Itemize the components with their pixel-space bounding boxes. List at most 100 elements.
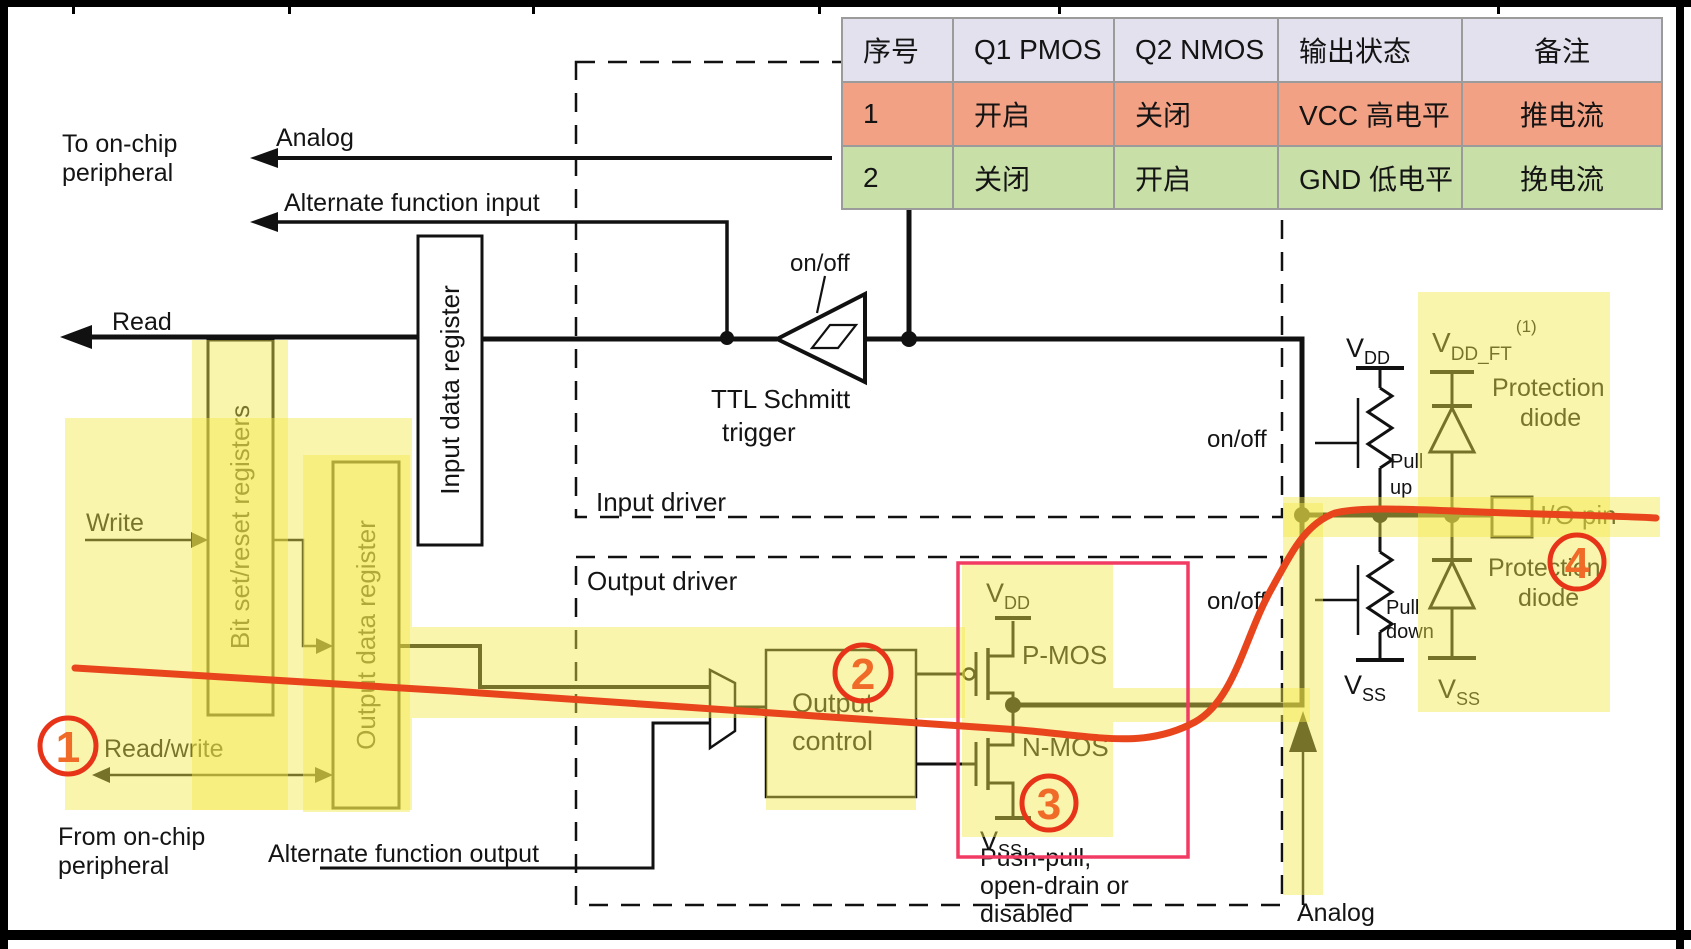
bit-set-reset-register-box	[206, 338, 275, 717]
analog-up-arrowhead	[1289, 711, 1317, 752]
highlight-pin-corridor	[1283, 503, 1323, 895]
schmitt-to-pin-line	[865, 336, 1305, 515]
output-stage-line	[1013, 515, 1305, 708]
circle-4-icon	[1547, 532, 1607, 592]
cell-q1: 开启	[952, 81, 1115, 147]
protection-diode-top-label-line2: diode	[1520, 404, 1581, 432]
highlight-mos-stage	[962, 563, 1113, 837]
circle-3-number: 3	[1037, 780, 1061, 829]
pull-down-label-line1: Pull	[1386, 597, 1419, 619]
bsrr-odr-connector	[273, 538, 318, 648]
circled-numbers: 1 2 3 4	[37, 532, 1607, 833]
header-seq: 序号	[841, 17, 954, 83]
cell-note: 挽电流	[1461, 145, 1663, 210]
pull-up-label-line2: up	[1390, 477, 1412, 499]
highlight-odr	[303, 455, 410, 812]
pmos-label: P-MOS	[1022, 640, 1107, 670]
alt-function-output-label: Alternate function output	[268, 840, 539, 868]
output-data-register-label: Output data register	[351, 520, 381, 750]
input-data-register-box	[416, 234, 484, 547]
to-on-chip-label-line2: peripheral	[62, 159, 173, 187]
alt-function-input-label: Alternate function input	[284, 189, 540, 217]
pmos-transistor-icon	[916, 616, 1031, 705]
write-arrowhead	[191, 532, 208, 548]
ttl-schmitt-label-line2: trigger	[722, 417, 796, 447]
to-on-chip-label-line1: To on-chip	[62, 130, 177, 158]
vdd-pullup-label: VDD	[1346, 333, 1390, 368]
output-control-label-line2: control	[792, 726, 873, 756]
output-mux-icon	[708, 667, 737, 751]
bsrr-odr-arrowhead	[316, 638, 333, 654]
input-data-register-label: Input data register	[435, 285, 465, 495]
highlight-bsrr	[192, 340, 288, 810]
read-arrowhead	[60, 325, 92, 349]
cell-q1: 关闭	[952, 145, 1115, 210]
analog-top-label: Analog	[276, 124, 354, 152]
cell-state: GND 低电平	[1277, 145, 1463, 210]
schmitt-trigger-icon	[772, 275, 867, 386]
from-on-chip-label-line1: From on-chip	[58, 823, 205, 851]
read-write-right-arrowhead	[315, 767, 333, 783]
header-state: 输出状态	[1277, 17, 1463, 83]
highlight-output-control	[766, 718, 916, 810]
circle-1-icon	[37, 715, 99, 777]
from-on-chip-label-line2: peripheral	[58, 852, 169, 880]
nmos-transistor-icon	[916, 705, 1031, 820]
table-row: 1 开启 关闭 VCC 高电平 推电流	[841, 81, 1663, 147]
schmitt-on-off-label: on/off	[790, 250, 850, 277]
junction-dot	[720, 331, 734, 345]
vdd-mos-label: VDD	[986, 578, 1030, 613]
output-data-register-box	[331, 460, 401, 810]
cell-note: 推电流	[1461, 81, 1663, 147]
highlight-left-block	[65, 418, 412, 810]
header-q1: Q1 PMOS	[952, 17, 1115, 83]
input-driver-label: Input driver	[596, 487, 726, 517]
cell-state: VCC 高电平	[1277, 81, 1463, 147]
protection-diode-top-icon	[1427, 370, 1477, 515]
analog-bottom-label: Analog	[1297, 899, 1375, 927]
alt-function-input-line	[276, 220, 729, 332]
pull-up-on-off-label: on/off	[1207, 426, 1267, 453]
table-header-row: 序号 Q1 PMOS Q2 NMOS 输出状态 备注	[841, 17, 1663, 83]
ttl-schmitt-label-line1: TTL Schmitt	[711, 384, 851, 414]
protection-diode-top-label-line1: Protection	[1492, 374, 1605, 402]
junction-dot	[1005, 697, 1021, 713]
pull-down-label-line2: down	[1386, 621, 1434, 643]
vss-pulldown-label: VSS	[1344, 670, 1386, 705]
diagram-labels: To on-chip peripheral Analog Alternate f…	[58, 124, 1617, 928]
bit-set-reset-registers-label: Bit set/reset registers	[225, 405, 255, 649]
circle-2-icon	[832, 642, 894, 704]
write-label: Write	[86, 509, 144, 537]
pull-up-label-line1: Pull	[1390, 451, 1423, 473]
push-pull-stage-outline	[956, 561, 1190, 859]
analog-arrowhead	[250, 148, 278, 168]
cell-q2: 开启	[1113, 145, 1279, 210]
odr-to-mux-line	[399, 644, 710, 689]
cell-seq: 1	[841, 81, 954, 147]
circle-4-number: 4	[1565, 539, 1590, 588]
cell-seq: 2	[841, 145, 954, 210]
header-q2: Q2 NMOS	[1113, 17, 1279, 83]
output-state-table: 序号 Q1 PMOS Q2 NMOS 输出状态 备注 1 开启 关闭 VCC 高…	[841, 17, 1663, 210]
vdd-ft-label: VDD_FT(1)	[1432, 317, 1537, 365]
read-label: Read	[112, 308, 172, 336]
highlight-protection-diodes	[1418, 292, 1610, 712]
circle-3-icon	[1019, 773, 1079, 833]
junction-dot	[901, 331, 917, 347]
pull-down-on-off-label: on/off	[1207, 588, 1267, 615]
junction-dot	[1294, 507, 1310, 523]
alt-function-output-line	[320, 721, 710, 870]
circle-1-number: 1	[56, 723, 80, 772]
output-driver-box	[574, 555, 1284, 907]
table-row: 2 关闭 开启 GND 低电平 挽电流	[841, 145, 1663, 210]
protection-diode-bottom-label-line1: Protection	[1488, 554, 1601, 582]
cell-q2: 关闭	[1113, 81, 1279, 147]
header-note: 备注	[1461, 17, 1663, 83]
push-pull-label-line3: disabled	[980, 900, 1073, 928]
circle-2-number: 2	[851, 650, 875, 699]
highlight-output-path	[412, 627, 965, 718]
push-pull-label-line2: open-drain or	[980, 872, 1129, 900]
